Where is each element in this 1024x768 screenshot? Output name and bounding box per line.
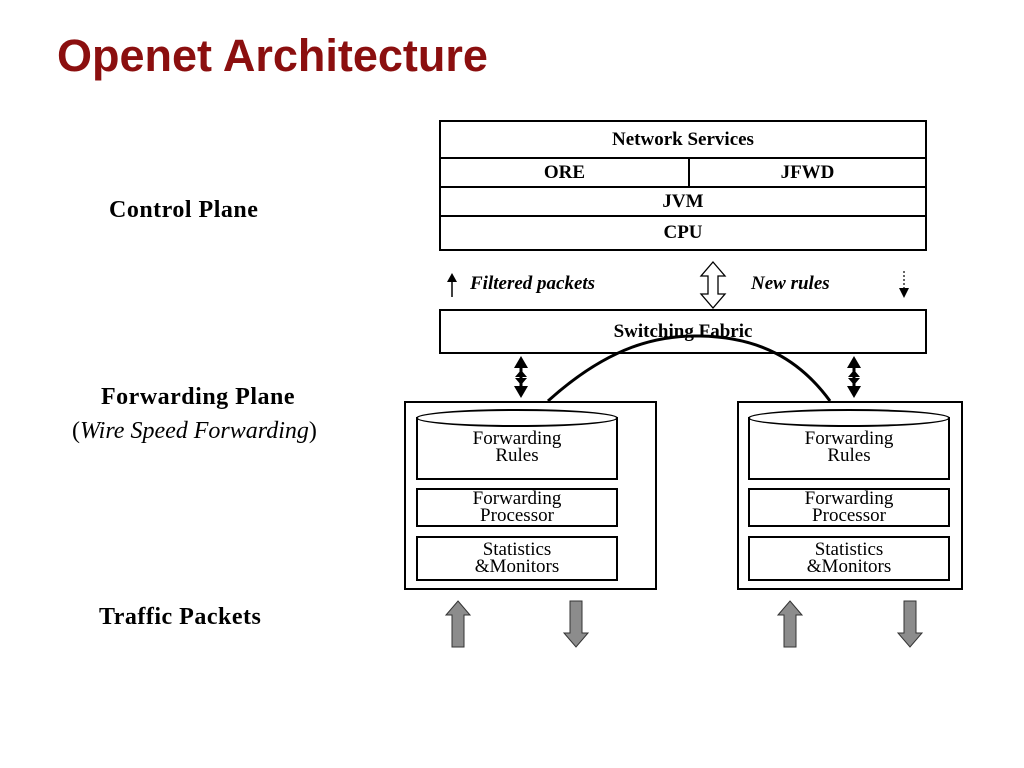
forwarding-rules-db — [416, 417, 618, 480]
bidirectional-arrow-right-icon — [847, 356, 861, 398]
control-plane-label: Control Plane — [109, 197, 259, 223]
traffic-packets-label: Traffic Packets — [99, 604, 262, 630]
database-cylinder-top — [416, 409, 618, 427]
forwarding-rules-db — [748, 417, 950, 480]
traffic-down-arrow-icon — [562, 600, 590, 648]
filtered-packets-label: Filtered packets — [470, 273, 596, 294]
statistics-monitors-box — [416, 536, 618, 581]
cpu-cell: CPU — [439, 215, 927, 251]
switching-fabric-box: Switching Fabric — [439, 309, 927, 354]
wire-speed-text: Wire Speed Forwarding — [80, 418, 309, 444]
forwarding-processor-box — [748, 488, 950, 527]
jfwd-cell: JFWD — [688, 157, 927, 188]
forwarding-processor-label: Forwarding Processor — [804, 488, 894, 526]
traffic-up-arrow-icon — [444, 600, 472, 648]
forwarding-rules-label: Forwarding Rules — [472, 428, 562, 466]
page-title: Openet Architecture — [57, 30, 488, 81]
traffic-down-arrow-icon — [896, 600, 924, 648]
statistics-monitors-label: Statistics &Monitors — [806, 539, 892, 577]
new-rules-down-arrow-icon — [899, 271, 909, 298]
wire-speed-label: (Wire Speed Forwarding) — [72, 418, 317, 444]
forwarding-processor-box — [416, 488, 618, 527]
new-rules-label: New rules — [751, 273, 830, 294]
double-arrow-icon — [699, 261, 727, 309]
filtered-packets-up-arrow-icon — [447, 273, 457, 297]
module-link-curve — [546, 334, 832, 403]
bidirectional-arrow-left-icon — [514, 356, 528, 398]
forwarding-rules-label: Forwarding Rules — [804, 428, 894, 466]
statistics-monitors-box — [748, 536, 950, 581]
database-cylinder-top — [748, 409, 950, 427]
statistics-monitors-label: Statistics &Monitors — [474, 539, 560, 577]
traffic-up-arrow-icon — [776, 600, 804, 648]
network-services-cell: Network Services — [439, 120, 927, 159]
forwarding-plane-label: Forwarding Plane — [101, 384, 295, 410]
ore-cell: ORE — [439, 157, 690, 188]
forwarding-processor-label: Forwarding Processor — [472, 488, 562, 526]
